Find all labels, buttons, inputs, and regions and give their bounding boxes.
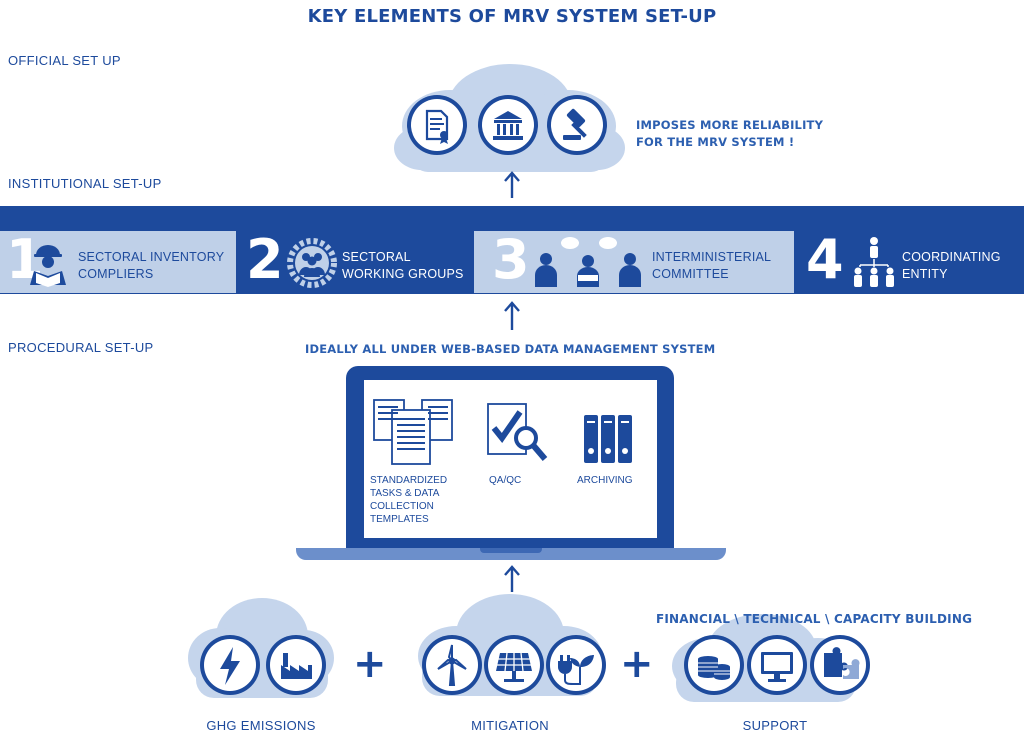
laptop-base (296, 548, 726, 560)
label-line: COLLECTION (370, 501, 434, 512)
reliability-callout: IMPOSES MORE RELIABILITY FOR THE MRV SYS… (636, 117, 823, 151)
wind-turbine-icon (422, 635, 482, 695)
segment-coordinating-entity: 4 COORDINATING ENTITY (794, 228, 1024, 293)
puzzle-icon (810, 635, 870, 695)
segment-label-line: COMMITTEE (652, 267, 729, 281)
plug-plant-icon (546, 635, 606, 695)
label-line: STANDARDIZED (370, 475, 448, 486)
government-building-icon (478, 95, 538, 155)
coins-icon (684, 635, 744, 695)
org-hierarchy-icon (854, 237, 894, 287)
group-gear-icon (287, 238, 337, 288)
lightning-icon (200, 635, 260, 695)
segment-label: COORDINATING ENTITY (902, 249, 1001, 283)
callout-line: FOR THE MRV SYSTEM ! (636, 135, 795, 149)
qaqc-label: QA/QC (489, 475, 522, 486)
segment-label-line: ENTITY (902, 267, 948, 281)
certificate-document-icon (407, 95, 467, 155)
section-label-official: OFFICIAL SET UP (8, 53, 121, 68)
segment-sectoral-inventory: 1 SECTORAL INVENTORY COMPLIERS (0, 228, 236, 293)
support-heading: FINANCIAL \ TECHNICAL \ CAPACITY BUILDIN… (656, 612, 973, 626)
segment-number: 2 (246, 228, 284, 291)
segment-label-line: WORKING GROUPS (342, 267, 464, 281)
segment-label: SECTORAL WORKING GROUPS (342, 249, 464, 283)
plus-sign: + (620, 641, 654, 687)
segment-label: SECTORAL INVENTORY COMPLIERS (78, 249, 224, 283)
page-title: KEY ELEMENTS OF MRV SYSTEM SET-UP (307, 6, 717, 27)
plus-sign: + (353, 641, 387, 687)
segment-label-line: INTERMINISTERIAL (652, 250, 772, 264)
segment-label-line: SECTORAL (342, 250, 411, 264)
arrow-up-icon (504, 171, 520, 198)
binders-icon (584, 415, 632, 463)
segment-label-line: SECTORAL INVENTORY (78, 250, 225, 264)
section-label-institutional: INSTITUTIONAL SET-UP (8, 176, 162, 191)
segment-number: 3 (492, 228, 530, 291)
checkmark-magnifier-icon (487, 403, 548, 461)
label-line: TEMPLATES (370, 514, 429, 525)
callout-line: IMPOSES MORE RELIABILITY (636, 118, 824, 132)
segment-interministerial: 3 INTERMINISTERIAL COMMITTEE (474, 228, 794, 293)
label-line: TASKS & DATA (370, 488, 440, 499)
segment-label-line: COMPLIERS (78, 267, 154, 281)
segment-label: INTERMINISTERIAL COMMITTEE (652, 249, 771, 283)
support-label: SUPPORT (742, 718, 808, 733)
segment-number: 4 (806, 228, 844, 291)
worker-reading-icon (30, 245, 66, 287)
gavel-icon (547, 95, 607, 155)
arrow-up-icon (504, 301, 520, 330)
mitigation-label: MITIGATION (471, 718, 549, 733)
archiving-label: ARCHIVING (577, 475, 633, 486)
solar-panel-icon (484, 635, 544, 695)
templates-label: STANDARDIZED TASKS & DATA COLLECTION TEM… (370, 474, 447, 526)
committee-discussion-icon (535, 237, 641, 287)
ghg-emissions-label: GHG EMISSIONS (206, 718, 316, 733)
documents-icon (373, 399, 453, 465)
factory-icon (266, 635, 326, 695)
laptop-notch (480, 548, 542, 553)
segment-working-groups: 2 SECTORAL WORKING GROUPS (236, 228, 474, 293)
section-label-procedural: PROCEDURAL SET-UP (8, 340, 154, 355)
procedural-heading: IDEALLY ALL UNDER WEB-BASED DATA MANAGEM… (305, 342, 716, 356)
arrow-up-icon (504, 565, 520, 592)
monitor-icon (747, 635, 807, 695)
segment-label-line: COORDINATING (902, 250, 1001, 264)
